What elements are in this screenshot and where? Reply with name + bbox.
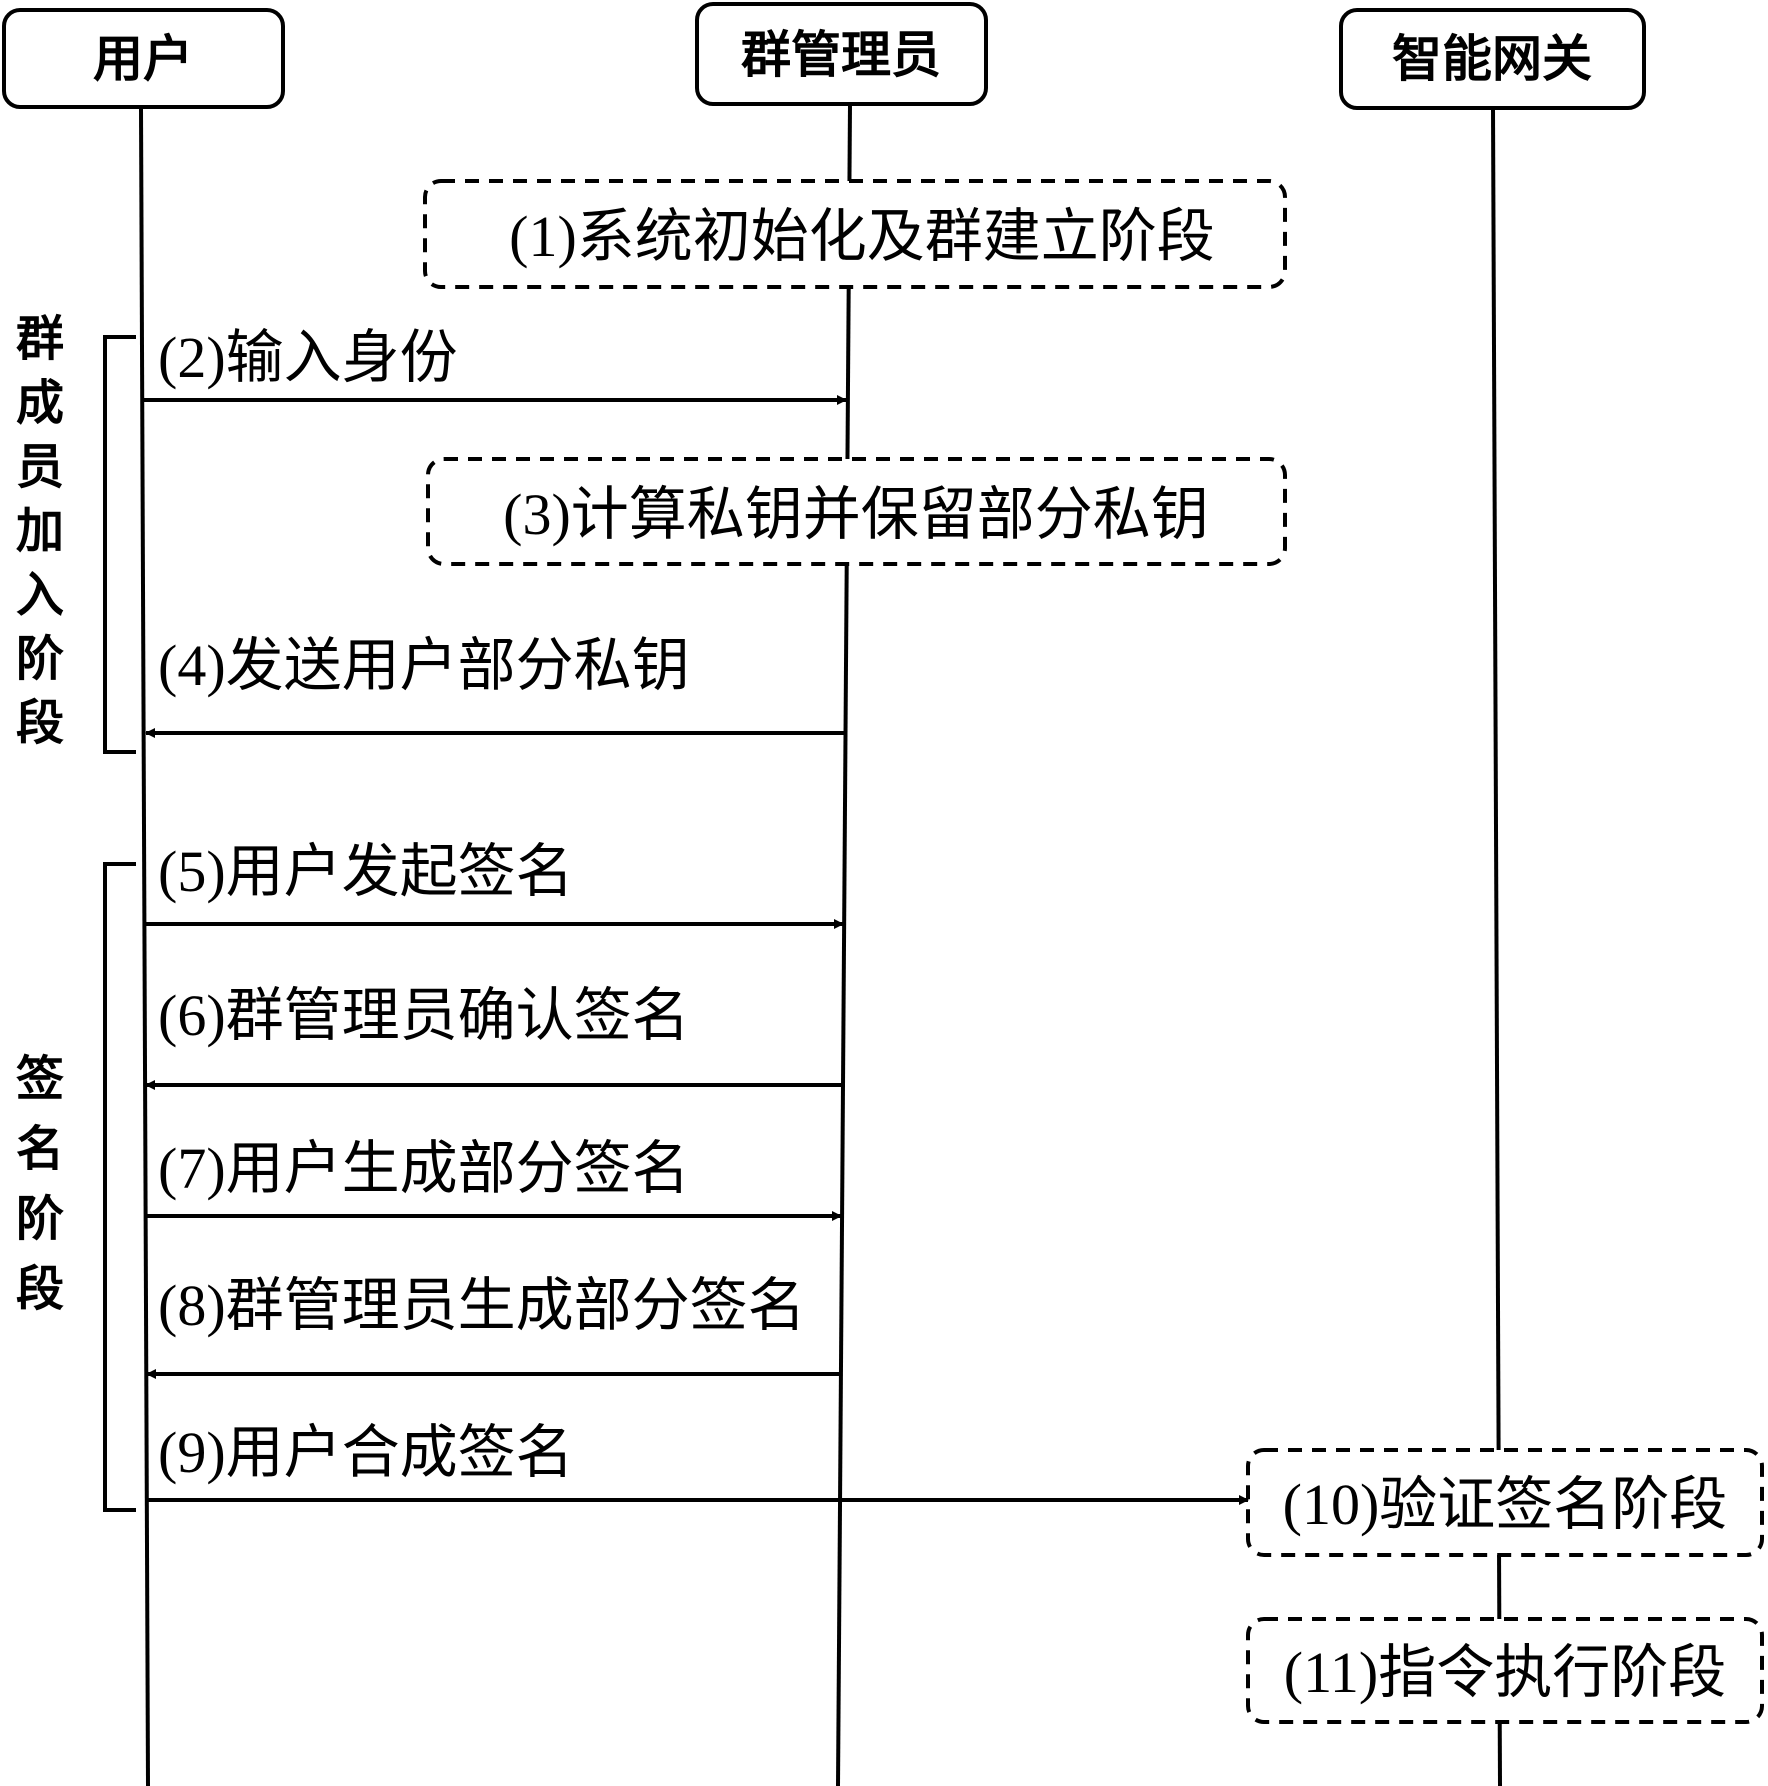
message-user-partial-signature-label: (7)用户生成部分签名 [158, 1136, 690, 1201]
message-send-partial-key: (4)发送用户部分私钥 [145, 633, 846, 738]
note-compute-key: (3)计算私钥并保留部分私钥 [426, 457, 1287, 566]
note-execute-command-label: (11)指令执行阶段 [1284, 1640, 1726, 1705]
phase-char: 段 [16, 695, 64, 751]
message-confirm-signature-label: (6)群管理员确认签名 [158, 983, 690, 1048]
note-verify-signature: (10)验证签名阶段 [1246, 1448, 1764, 1557]
actor-gateway-label: 智能网关 [1392, 30, 1592, 88]
note-system-init-label: (1)系统初始化及群建立阶段 [509, 204, 1215, 269]
phase-char: 阶 [16, 631, 64, 687]
phase-join-label: 群成员加入阶段 [16, 311, 64, 751]
phase-char: 签 [16, 1051, 64, 1107]
note-execute-command: (11)指令执行阶段 [1246, 1617, 1764, 1724]
message-combine-signature-label: (9)用户合成签名 [158, 1420, 574, 1485]
message-admin-partial-signature: (8)群管理员生成部分签名 [146, 1273, 841, 1379]
phase-sign-label: 签名阶段 [16, 1051, 64, 1317]
note-verify-signature-label: (10)验证签名阶段 [1283, 1472, 1728, 1537]
phase-sign-bracket [103, 862, 136, 1512]
actor-user: 用户 [2, 8, 285, 109]
message-user-partial-signature: (7)用户生成部分签名 [146, 1136, 842, 1221]
message-input-identity: (2)输入身份 [142, 325, 847, 405]
phase-char: 名 [16, 1121, 64, 1177]
message-send-partial-key-label: (4)发送用户部分私钥 [158, 633, 690, 698]
phase-char: 入 [16, 567, 64, 623]
actor-admin: 群管理员 [695, 2, 988, 106]
note-system-init: (1)系统初始化及群建立阶段 [423, 179, 1287, 289]
message-initiate-signature: (5)用户发起签名 [146, 839, 844, 929]
lifeline-admin [836, 103, 852, 1786]
phase-char: 加 [16, 503, 64, 559]
phase-join-bracket [103, 335, 136, 754]
phase-char: 群 [16, 311, 64, 367]
actor-gateway: 智能网关 [1339, 8, 1646, 110]
message-initiate-signature-label: (5)用户发起签名 [158, 839, 574, 904]
phase-char: 阶 [16, 1191, 64, 1247]
lifeline-user [139, 107, 150, 1786]
phase-char: 员 [16, 439, 64, 495]
phase-char: 成 [16, 375, 64, 431]
message-input-identity-label: (2)输入身份 [158, 325, 458, 390]
note-compute-key-label: (3)计算私钥并保留部分私钥 [503, 482, 1209, 547]
phase-char: 段 [16, 1261, 64, 1317]
message-admin-partial-signature-label: (8)群管理员生成部分签名 [158, 1273, 806, 1338]
message-confirm-signature: (6)群管理员确认签名 [145, 983, 843, 1090]
message-combine-signature: (9)用户合成签名 [147, 1420, 1249, 1505]
actor-admin-label: 群管理员 [741, 26, 941, 84]
actor-user-label: 用户 [93, 30, 193, 88]
